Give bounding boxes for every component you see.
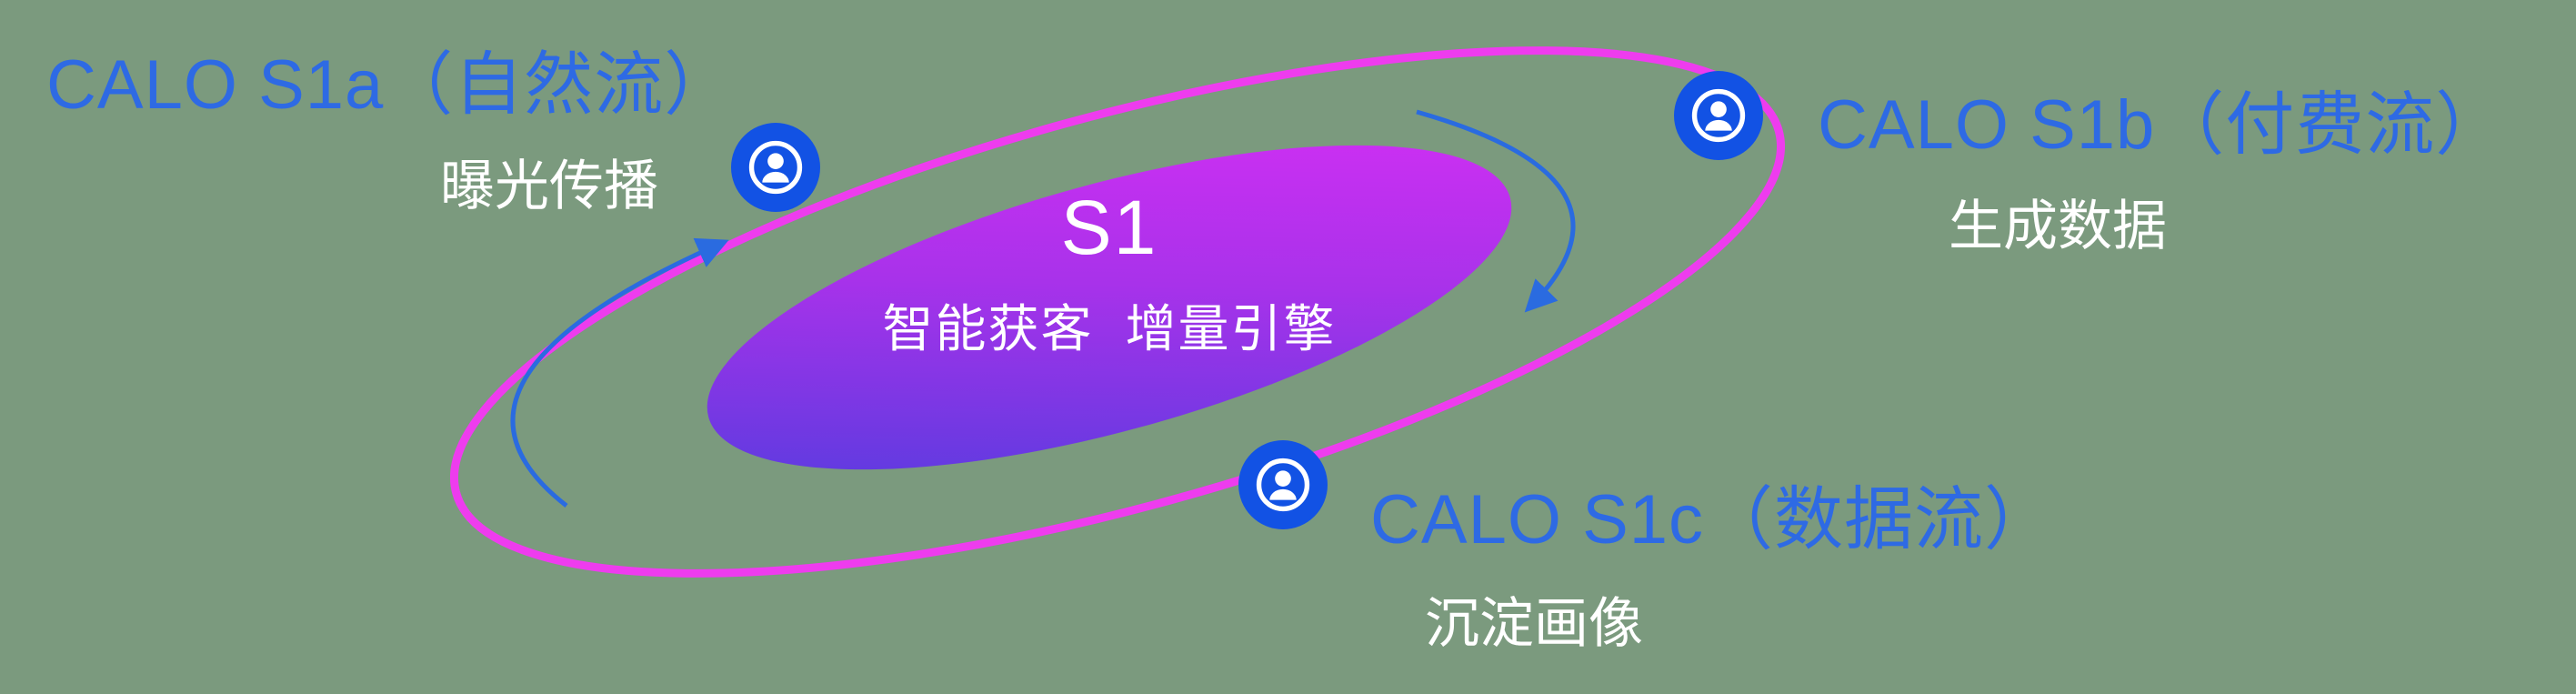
arrow-left-up-icon — [510, 237, 729, 508]
core-text: S1 智能获客 增量引擎 — [882, 184, 1336, 362]
user-icon — [1674, 71, 1763, 160]
core-subtitle: 智能获客 增量引擎 — [882, 300, 1337, 357]
core-ellipse — [707, 145, 1512, 470]
node-s1a-caption: 曝光传播 — [440, 156, 658, 216]
node-s1b-title: CALO S1b（付费流） — [1818, 86, 2506, 164]
node-s1a-title: CALO S1a（自然流） — [46, 46, 735, 124]
node-s1c-caption: 沉淀画像 — [1425, 593, 1643, 654]
node-s1c-title: CALO S1c（数据流） — [1370, 481, 2055, 558]
user-icon — [1238, 440, 1328, 529]
orbit-ring — [450, 46, 1785, 578]
arrow-top-right-down-icon — [1416, 109, 1576, 313]
user-icon — [731, 123, 820, 212]
node-s1b-caption: 生成数据 — [1949, 196, 2167, 256]
core-title: S1 — [1060, 185, 1158, 270]
